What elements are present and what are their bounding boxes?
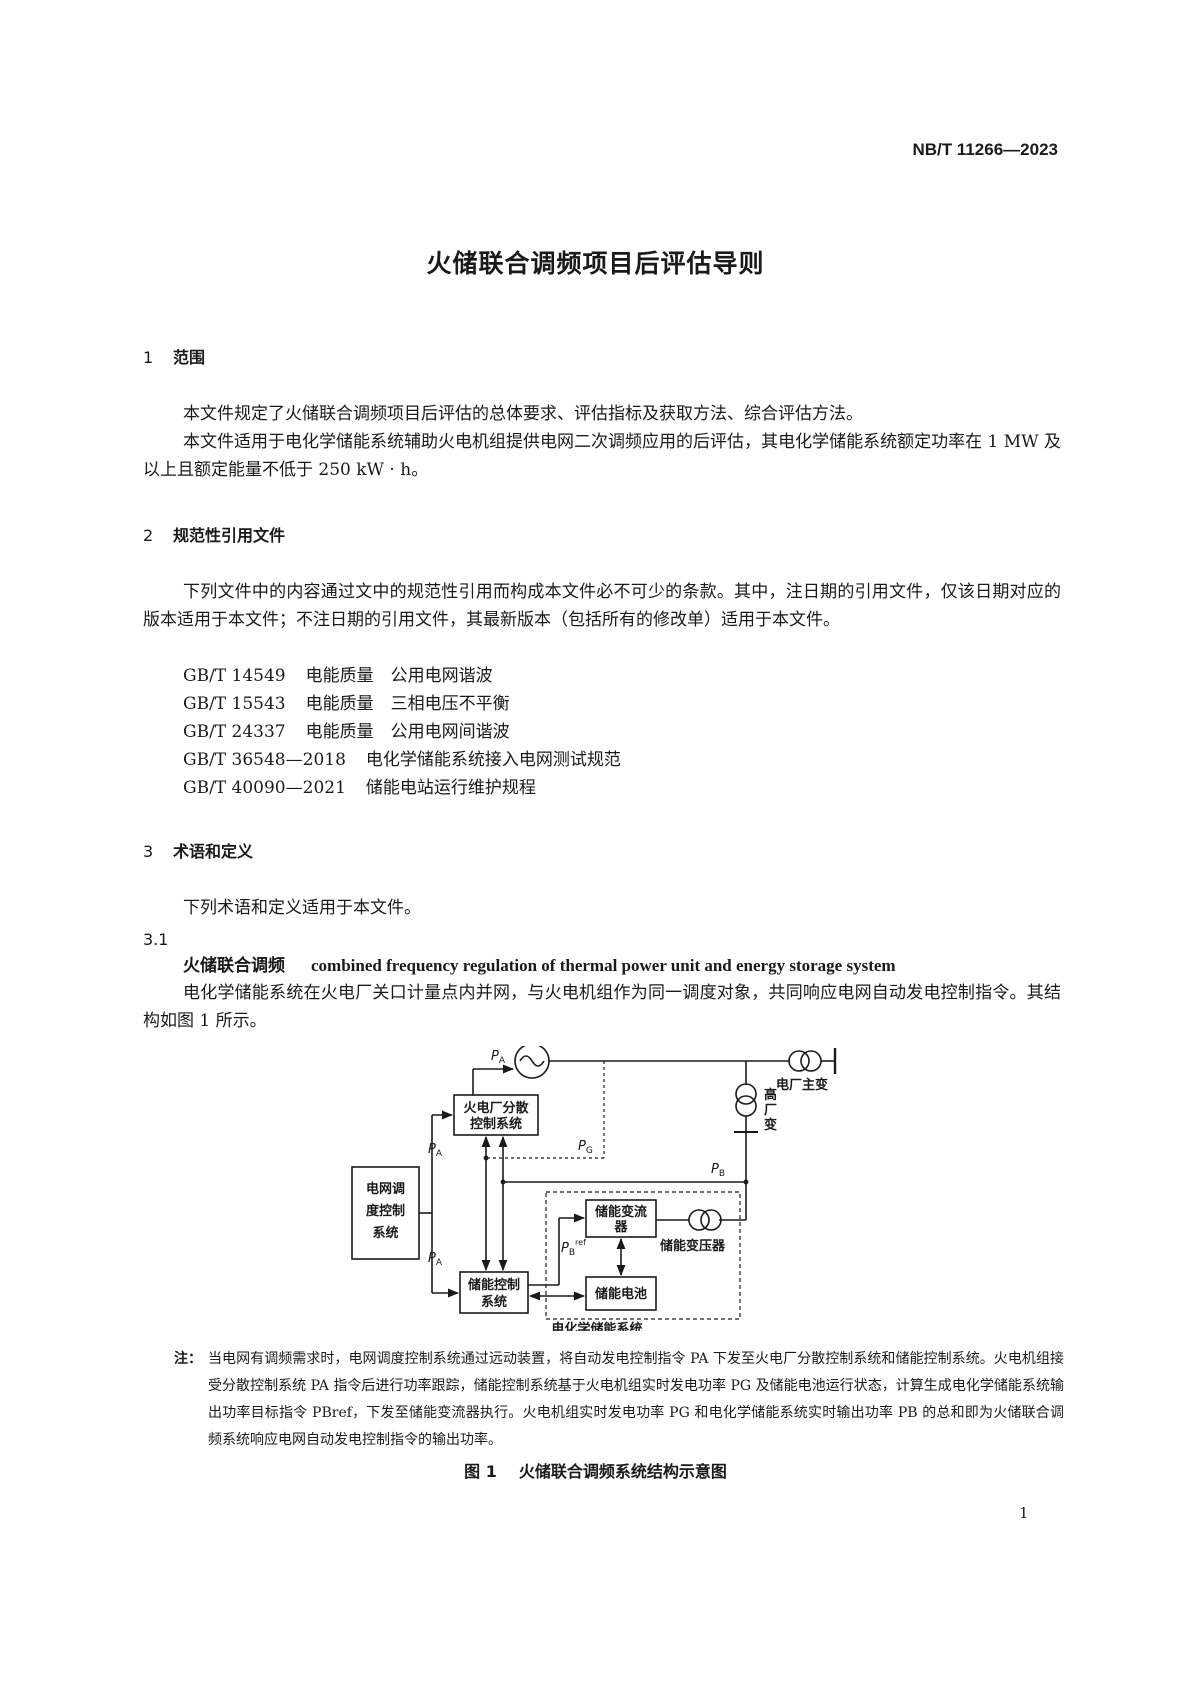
converter-label: 储能变流 xyxy=(594,1204,647,1220)
figure-caption: 图 1 火储联合调频系统结构示意图 xyxy=(0,1458,1191,1482)
reference-code: GB/T 15543 xyxy=(183,694,286,714)
dcs-label: 控制系统 xyxy=(470,1116,522,1132)
reference-item: GB/T 24337 电能质量 公用电网间谐波 xyxy=(183,718,510,746)
reference-item: GB/T 40090—2021 储能电站运行维护规程 xyxy=(183,774,536,802)
dcs-label: 火电厂分散 xyxy=(463,1100,529,1116)
term-entry: 火储联合调频 combined frequency regulation of t… xyxy=(183,951,896,976)
signal-label-pa: PA xyxy=(428,1251,443,1268)
storage-transformer-label: 储能变压器 xyxy=(659,1238,726,1254)
dcs-box xyxy=(453,1094,539,1136)
aux-transformer-symbol xyxy=(735,1083,757,1105)
section-title: 范围 xyxy=(173,348,206,367)
document-title: 火储联合调频项目后评估导则 xyxy=(426,249,765,278)
figure-note: 注： 当电网有调频需求时，电网调度控制系统通过远动装置，将自动发电控制指令 PA… xyxy=(174,1346,1064,1454)
reference-item: GB/T 36548—2018 电化学储能系统接入电网测试规范 xyxy=(183,746,621,774)
reference-name: 电能质量 公用电网间谐波 xyxy=(305,722,510,742)
section-number: 1 xyxy=(143,348,154,367)
standard-number: NB/T 11266—2023 xyxy=(912,140,1058,159)
battery-box xyxy=(585,1276,657,1311)
converter-box xyxy=(585,1199,657,1238)
battery-label: 储能电池 xyxy=(594,1286,647,1302)
s2-paragraph-1: 下列文件中的内容通过文中的规范性引用而构成本文件必不可少的条款。其中，注日期的引… xyxy=(143,582,1061,630)
grid-dispatch-label: 度控制 xyxy=(366,1203,405,1219)
signal-label-pbref: PBref xyxy=(561,1238,586,1258)
grid-dispatch-label: 电网调 xyxy=(366,1181,405,1197)
signal-label-pg: PG xyxy=(578,1139,593,1156)
section-title: 规范性引用文件 xyxy=(173,526,286,545)
storage-transformer-symbol xyxy=(688,1209,710,1231)
echem-system-label: 电化学储能系统 xyxy=(551,1321,642,1331)
reference-name: 电化学储能系统接入电网测试规范 xyxy=(365,750,621,770)
grid-dispatch-label: 系统 xyxy=(372,1225,398,1241)
signal-label-pa: PA xyxy=(491,1049,506,1066)
section-2-heading: 2 规范性引用文件 xyxy=(143,522,285,546)
reference-name: 电能质量 公用电网谐波 xyxy=(305,666,493,686)
note-label: 注： xyxy=(174,1351,202,1367)
term-definition: 电化学储能系统在火电厂关口计量点内并网，与火电机组作为同一调度对象，共同响应电网… xyxy=(143,983,1061,1031)
section-1-heading: 1 范围 xyxy=(143,344,205,368)
signal-label-pb: PB xyxy=(711,1162,725,1179)
term-english: combined frequency regulation of thermal… xyxy=(311,956,896,975)
aux-transformer-label: 高 xyxy=(764,1087,777,1103)
reference-name: 储能电站运行维护规程 xyxy=(365,778,536,798)
reference-code: GB/T 14549 xyxy=(183,666,286,686)
note-text: 当电网有调频需求时，电网调度控制系统通过远动装置，将自动发电控制指令 PA 下发… xyxy=(208,1351,1064,1448)
section-number: 3 xyxy=(143,842,154,861)
subclause-number: 3.1 xyxy=(143,930,169,949)
storage-control-label: 系统 xyxy=(481,1294,507,1310)
aux-transformer-label: 厂 xyxy=(764,1103,777,1118)
converter-label: 器 xyxy=(613,1220,628,1235)
reference-code: GB/T 40090—2021 xyxy=(183,778,346,798)
reference-item: GB/T 14549 电能质量 公用电网谐波 xyxy=(183,662,493,690)
aux-transformer-label: 变 xyxy=(764,1117,777,1133)
page-number: 1 xyxy=(1019,1504,1029,1522)
signal-label-pa: PA xyxy=(428,1142,443,1159)
section-title: 术语和定义 xyxy=(173,842,254,861)
term-chinese: 火储联合调频 xyxy=(183,956,285,976)
reference-code: GB/T 36548—2018 xyxy=(183,750,346,770)
main-transformer-symbol xyxy=(788,1050,810,1072)
figure-number: 图 1 xyxy=(464,1462,497,1481)
section-number: 2 xyxy=(143,526,154,545)
storage-control-box xyxy=(459,1271,529,1314)
s1-paragraph-2: 本文件适用于电化学储能系统辅助火电机组提供电网二次调频应用的后评估，其电化学储能… xyxy=(143,432,1061,480)
reference-item: GB/T 15543 电能质量 三相电压不平衡 xyxy=(183,690,510,718)
figure-title: 火储联合调频系统结构示意图 xyxy=(518,1462,727,1481)
main-transformer-label: 电厂主变 xyxy=(776,1077,828,1093)
section-3-heading: 3 术语和定义 xyxy=(143,838,253,862)
figure-1-diagram: 电网调 度控制 系统 火电厂分散 控制系统 储能控制 系统 储能变流 器 储能电… xyxy=(351,1046,837,1331)
s3-paragraph-1: 下列术语和定义适用于本文件。 xyxy=(183,898,421,918)
s1-paragraph-1: 本文件规定了火储联合调频项目后评估的总体要求、评估指标及获取方法、综合评估方法。 xyxy=(183,404,863,424)
reference-code: GB/T 24337 xyxy=(183,722,286,742)
reference-name: 电能质量 三相电压不平衡 xyxy=(305,694,510,714)
storage-control-label: 储能控制 xyxy=(467,1277,520,1293)
